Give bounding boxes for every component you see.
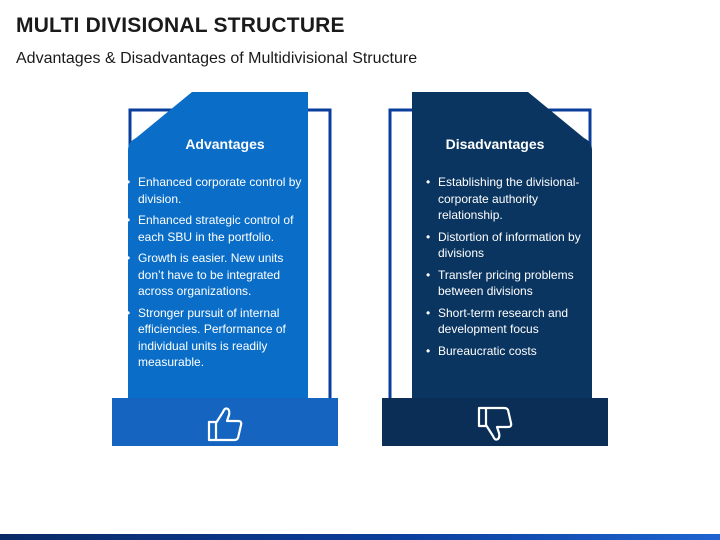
footer-bar xyxy=(0,534,720,540)
advantages-heading: Advantages xyxy=(185,136,265,152)
list-item: Transfer pricing problems between divisi… xyxy=(424,267,590,300)
list-item: Short-term research and development focu… xyxy=(424,305,590,338)
thumbs-down-icon xyxy=(477,406,513,441)
list-item: Establishing the divisional-corporate au… xyxy=(424,174,590,224)
list-item: Distortion of information by divisions xyxy=(424,229,590,262)
list-item: Enhanced corporate control by division. xyxy=(124,174,302,207)
list-item: Enhanced strategic control of each SBU i… xyxy=(124,212,302,245)
disadvantages-card: Disadvantages Establishing the divisiona… xyxy=(380,92,610,448)
disadvantages-list: Establishing the divisional-corporate au… xyxy=(424,174,590,364)
list-item: Growth is easier. New units don’t have t… xyxy=(124,250,302,300)
advantages-list: Enhanced corporate control by division. … xyxy=(124,174,302,376)
list-item: Bureaucratic costs xyxy=(424,343,590,360)
disadvantages-heading: Disadvantages xyxy=(445,136,545,152)
list-item: Stronger pursuit of internal efficiencie… xyxy=(124,305,302,371)
page-subtitle: Advantages & Disadvantages of Multidivis… xyxy=(16,50,418,67)
advantages-card: Advantages Enhanced corporate control by… xyxy=(110,92,340,448)
thumbs-up-icon xyxy=(207,407,243,442)
page-title: MULTI DIVISIONAL STRUCTURE xyxy=(16,14,345,37)
